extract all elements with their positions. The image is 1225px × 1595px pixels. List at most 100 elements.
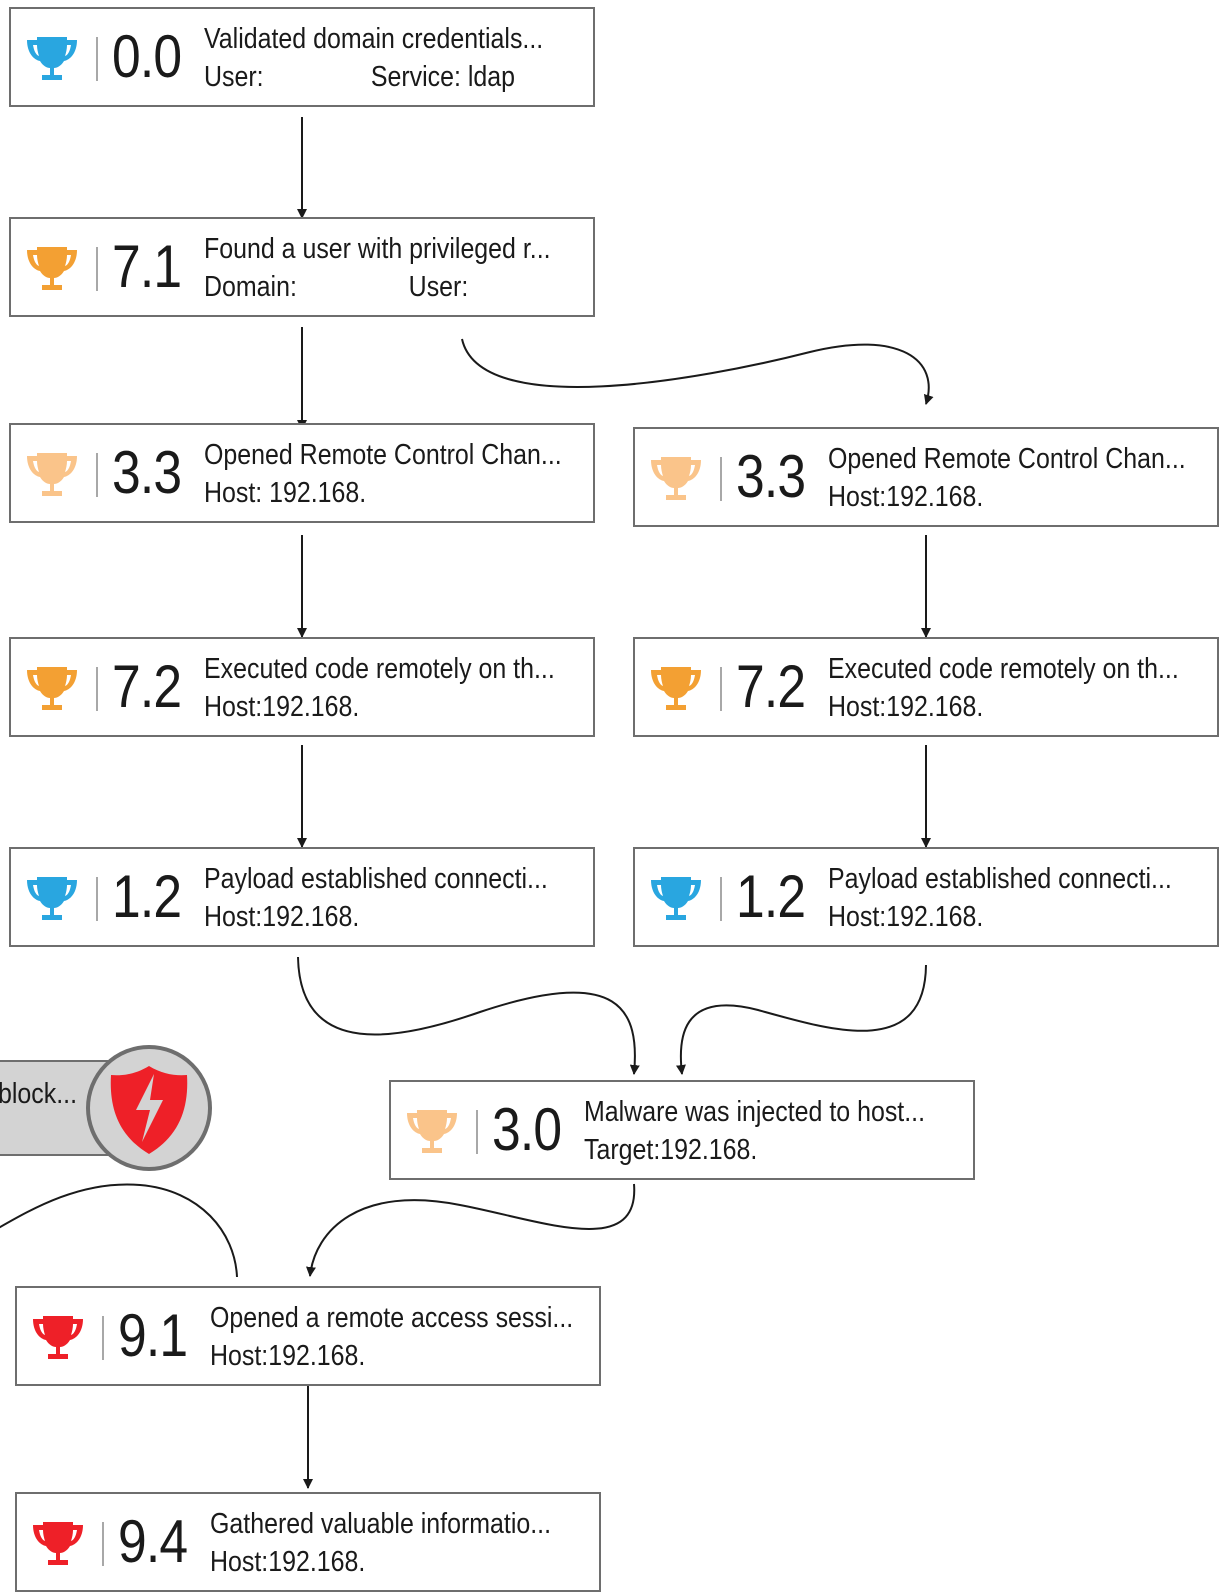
trophy-shape (33, 1316, 83, 1359)
attack-step-node[interactable]: 7.2 Executed code remotely on th... Host… (9, 637, 595, 737)
detail-field: Host:192.168. (204, 901, 360, 933)
step-title: Opened a remote access sessi... (210, 1302, 574, 1334)
trophy-shape (27, 453, 77, 496)
detail-field: Host:192.168. (828, 481, 984, 513)
trophy-icon (649, 451, 703, 505)
trophy-icon (649, 661, 703, 715)
separator (96, 453, 98, 497)
trophy-shape (27, 247, 77, 290)
detail-field: Host:192.168. (210, 1340, 366, 1372)
risk-score: 3.3 (112, 439, 182, 506)
step-title: Payload established connecti... (204, 863, 548, 895)
risk-score: 7.1 (112, 233, 182, 300)
step-details: Host:192.168. (204, 899, 359, 935)
step-title: Found a user with privileged r... (204, 233, 551, 265)
step-title: Payload established connecti... (828, 863, 1172, 895)
trophy-shape (27, 37, 77, 80)
trophy-icon (25, 31, 79, 85)
edge-arrow (675, 964, 927, 1075)
detail-field: User: (204, 61, 264, 93)
separator (102, 1522, 104, 1566)
detail-field: Service: ldap (370, 61, 516, 93)
step-details: Host:192.168. (828, 479, 983, 515)
attack-step-node[interactable]: 1.2 Payload established connecti... Host… (633, 847, 1219, 947)
blocked-badge[interactable] (86, 1045, 212, 1171)
detail-field: User: (408, 271, 469, 303)
attack-step-node[interactable]: 0.0 Validated domain credentials... User… (9, 7, 595, 107)
trophy-shape (651, 667, 701, 710)
step-details: Host:192.168. (828, 689, 983, 725)
detail-field: Host:192.168. (828, 901, 984, 933)
attack-step-node[interactable]: 9.4 Gathered valuable informatio... Host… (15, 1492, 601, 1592)
edge-arrow (461, 338, 934, 405)
risk-score: 1.2 (112, 863, 182, 930)
trophy-shape (33, 1522, 83, 1565)
attack-step-node[interactable]: 7.1 Found a user with privileged r... Do… (9, 217, 595, 317)
detail-field: Host:192.168. (828, 691, 984, 723)
step-details: Host: 192.168. (204, 475, 366, 511)
separator (720, 877, 722, 921)
separator (96, 667, 98, 711)
separator (476, 1110, 478, 1154)
step-details: Domain: User: (204, 269, 468, 305)
attack-step-node[interactable]: 7.2 Executed code remotely on th... Host… (633, 637, 1219, 737)
blocked-step-title: block... (0, 1078, 78, 1110)
detail-field: Host:192.168. (210, 1546, 366, 1578)
separator (96, 37, 98, 81)
step-title: Opened Remote Control Chan... (828, 443, 1186, 475)
step-details: Host:192.168. (210, 1338, 365, 1374)
step-title: Executed code remotely on th... (828, 653, 1179, 685)
attack-step-node[interactable]: 9.1 Opened a remote access sessi... Host… (15, 1286, 601, 1386)
separator (96, 247, 98, 291)
step-title: Opened Remote Control Chan... (204, 439, 562, 471)
lightning-bolt (136, 1074, 163, 1142)
risk-score: 9.4 (118, 1508, 188, 1575)
trophy-icon (31, 1310, 85, 1364)
edge-arrow (306, 1183, 636, 1277)
risk-score: 7.2 (112, 653, 182, 720)
trophy-icon (649, 871, 703, 925)
trophy-icon (405, 1104, 459, 1158)
step-details: Host:192.168. (204, 689, 359, 725)
detail-field: Host:192.168. (204, 691, 360, 723)
attack-step-node[interactable]: 3.3 Opened Remote Control Chan... Host:1… (633, 427, 1219, 527)
attack-step-node[interactable]: 1.2 Payload established connecti... Host… (9, 847, 595, 947)
risk-score: 1.2 (736, 863, 806, 930)
attack-step-node[interactable]: 3.3 Opened Remote Control Chan... Host: … (9, 423, 595, 523)
attack-step-node[interactable]: 3.0 Malware was injected to host... Targ… (389, 1080, 975, 1180)
step-title: Validated domain credentials... (204, 23, 544, 55)
shield-lightning-icon (110, 1066, 188, 1154)
risk-score: 0.0 (112, 23, 182, 90)
step-details: Host:192.168. (828, 899, 983, 935)
trophy-icon (25, 871, 79, 925)
step-title: Executed code remotely on th... (204, 653, 555, 685)
risk-score: 9.1 (118, 1302, 188, 1369)
detail-field: Domain: (204, 271, 297, 303)
step-title: Malware was injected to host... (584, 1096, 926, 1128)
trophy-shape (651, 457, 701, 500)
trophy-icon (31, 1516, 85, 1570)
trophy-shape (651, 877, 701, 920)
separator (102, 1316, 104, 1360)
trophy-icon (25, 661, 79, 715)
trophy-shape (27, 877, 77, 920)
risk-score: 7.2 (736, 653, 806, 720)
step-details: Target:192.168. (584, 1132, 757, 1168)
trophy-shape (407, 1110, 457, 1153)
trophy-shape (27, 667, 77, 710)
detail-field: Host: 192.168. (204, 477, 367, 509)
separator (720, 667, 722, 711)
trophy-icon (25, 447, 79, 501)
step-title: Gathered valuable informatio... (210, 1508, 552, 1540)
trophy-icon (25, 241, 79, 295)
risk-score: 3.3 (736, 443, 806, 510)
edge-line (0, 1183, 238, 1278)
separator (720, 457, 722, 501)
separator (96, 877, 98, 921)
step-details: User: Service: ldap (204, 59, 515, 95)
step-details: Host:192.168. (210, 1544, 365, 1580)
risk-score: 3.0 (492, 1096, 562, 1163)
detail-field: Target:192.168. (584, 1134, 758, 1166)
edge-arrow (297, 956, 640, 1075)
